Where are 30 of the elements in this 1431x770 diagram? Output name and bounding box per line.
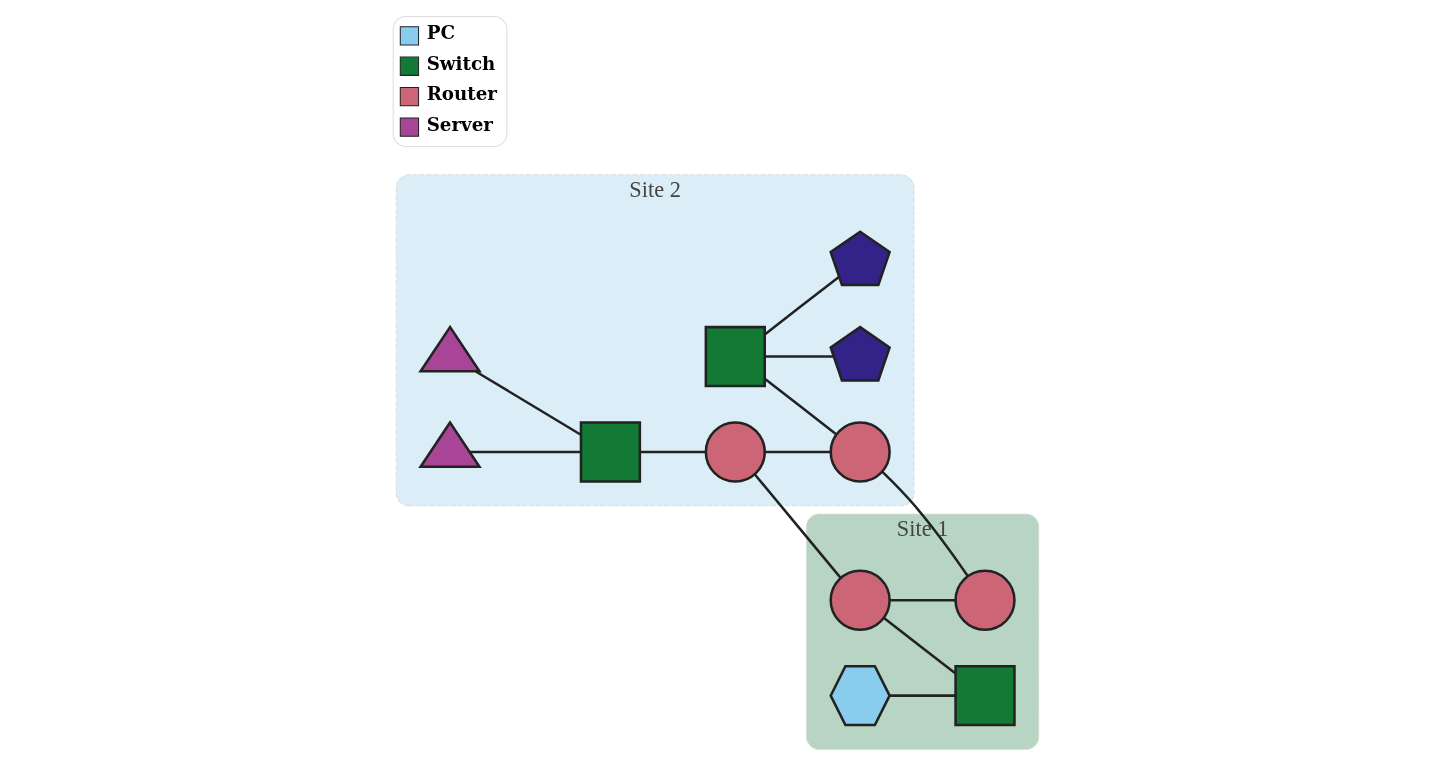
connector xyxy=(763,275,840,336)
node-hexagon xyxy=(828,664,891,727)
node-box xyxy=(704,325,766,388)
connector xyxy=(763,377,837,436)
connector xyxy=(639,450,705,454)
legend-label: Switch xyxy=(426,52,495,74)
legend-label: PC xyxy=(426,22,455,44)
connector xyxy=(764,450,830,454)
node-circle xyxy=(704,421,766,483)
node-pentagon xyxy=(828,230,891,287)
node-circle xyxy=(953,569,1016,631)
cluster: Site 2 xyxy=(395,174,914,507)
legend-label: Server xyxy=(426,113,493,135)
node-triangle xyxy=(417,420,482,468)
node-box xyxy=(953,664,1016,727)
connector xyxy=(753,473,842,579)
node-circle xyxy=(828,421,891,483)
connector xyxy=(889,598,955,602)
node-circle xyxy=(828,569,891,631)
connector xyxy=(474,370,581,436)
connector xyxy=(469,450,581,454)
connector xyxy=(764,355,834,358)
node-triangle xyxy=(417,324,482,373)
connector xyxy=(880,470,969,577)
connector xyxy=(889,694,955,697)
node-pentagon xyxy=(828,325,891,382)
node-box xyxy=(579,421,641,483)
cluster: Site 1 xyxy=(805,513,1039,750)
legend-label: Router xyxy=(426,83,497,105)
connector xyxy=(882,616,956,675)
